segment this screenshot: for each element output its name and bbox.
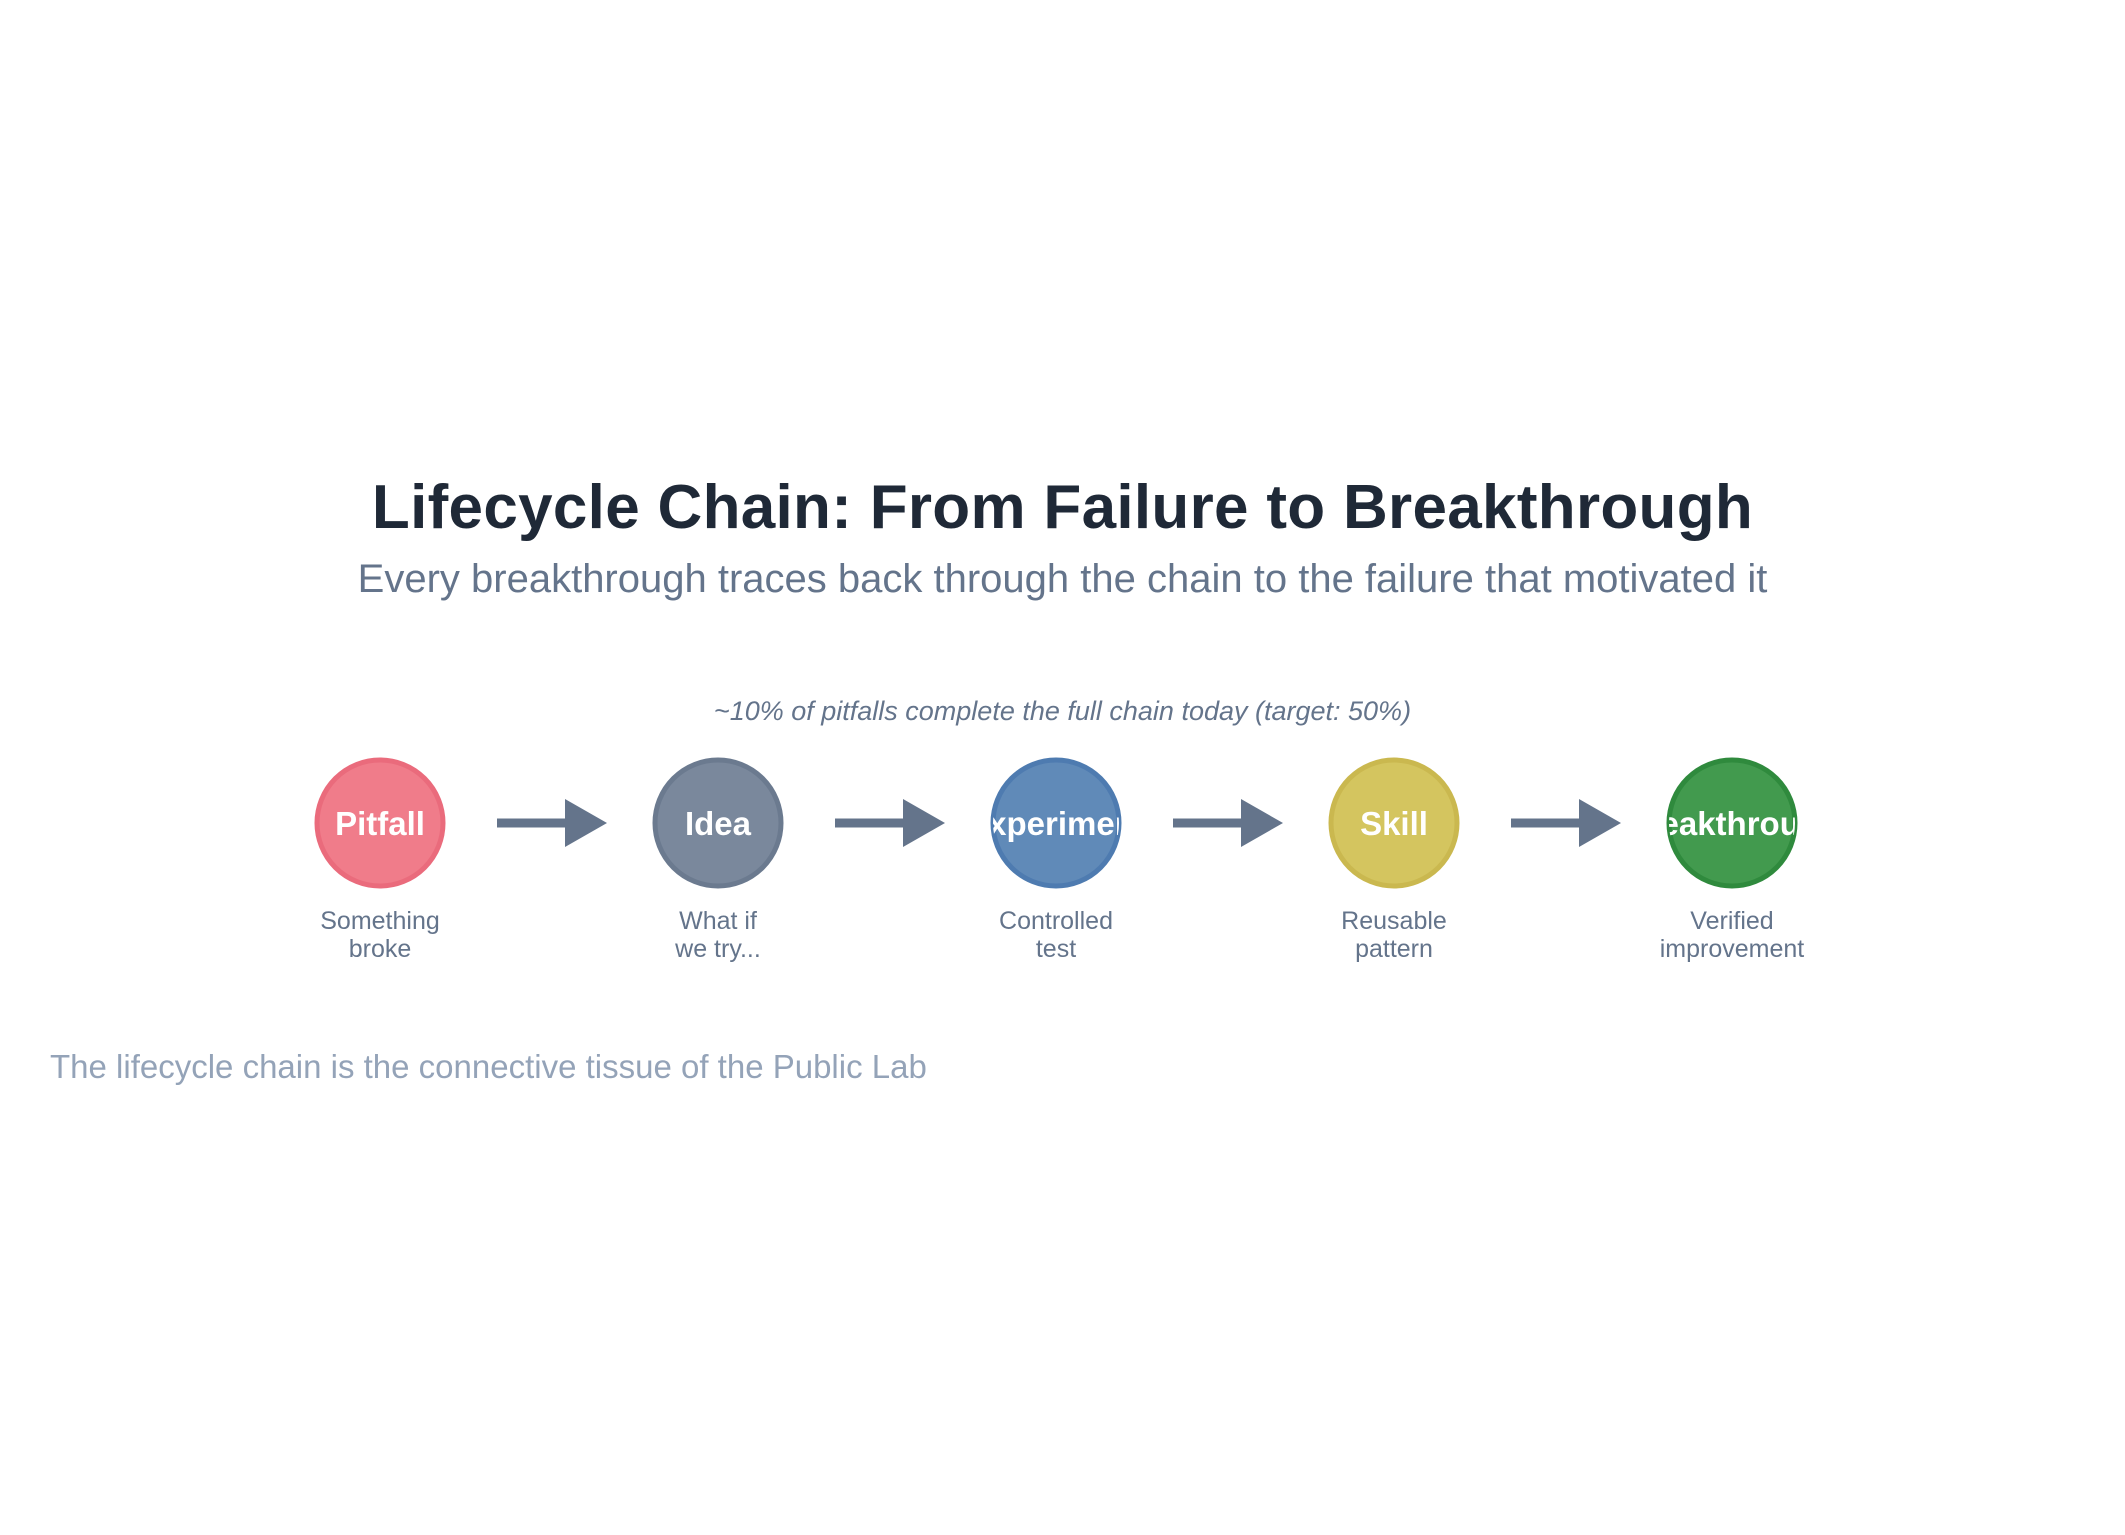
- stage-description: we try...: [674, 935, 761, 963]
- stage-description: test: [1036, 935, 1076, 963]
- page-title: Lifecycle Chain: From Failure to Breakth…: [371, 473, 1754, 542]
- arrow-icon: [835, 799, 945, 847]
- arrow-icon: [497, 799, 607, 847]
- arrow-icon: [1511, 799, 1621, 847]
- stage-circle: [990, 757, 1122, 889]
- arrow-icon: [1173, 799, 1283, 847]
- stage-description: Reusable: [1341, 907, 1447, 935]
- stage-circle: [1328, 757, 1460, 889]
- stage-label: Idea: [685, 805, 752, 842]
- stage-circle: [1666, 757, 1798, 889]
- stage-description: Something: [320, 907, 440, 935]
- page-subtitle: Every breakthrough traces back through t…: [357, 557, 1768, 601]
- stage-description: Verified: [1690, 907, 1773, 935]
- stage-label: Breakthrough: [1624, 805, 1840, 842]
- stage-description: broke: [349, 935, 412, 963]
- stage-label: Skill: [1360, 805, 1428, 842]
- stage-label: Pitfall: [335, 805, 425, 842]
- stage-description: pattern: [1355, 935, 1433, 963]
- footer-note: The lifecycle chain is the connective ti…: [50, 1048, 927, 1085]
- stage-circle: [314, 757, 446, 889]
- stage-description: improvement: [1660, 935, 1805, 963]
- stage-label: Experiment: [966, 805, 1146, 842]
- chain-completion-note: ~10% of pitfalls complete the full chain…: [713, 696, 1412, 726]
- stage-description: Controlled: [999, 907, 1113, 935]
- stage-description: What if: [679, 907, 757, 935]
- stage-circle: [652, 757, 784, 889]
